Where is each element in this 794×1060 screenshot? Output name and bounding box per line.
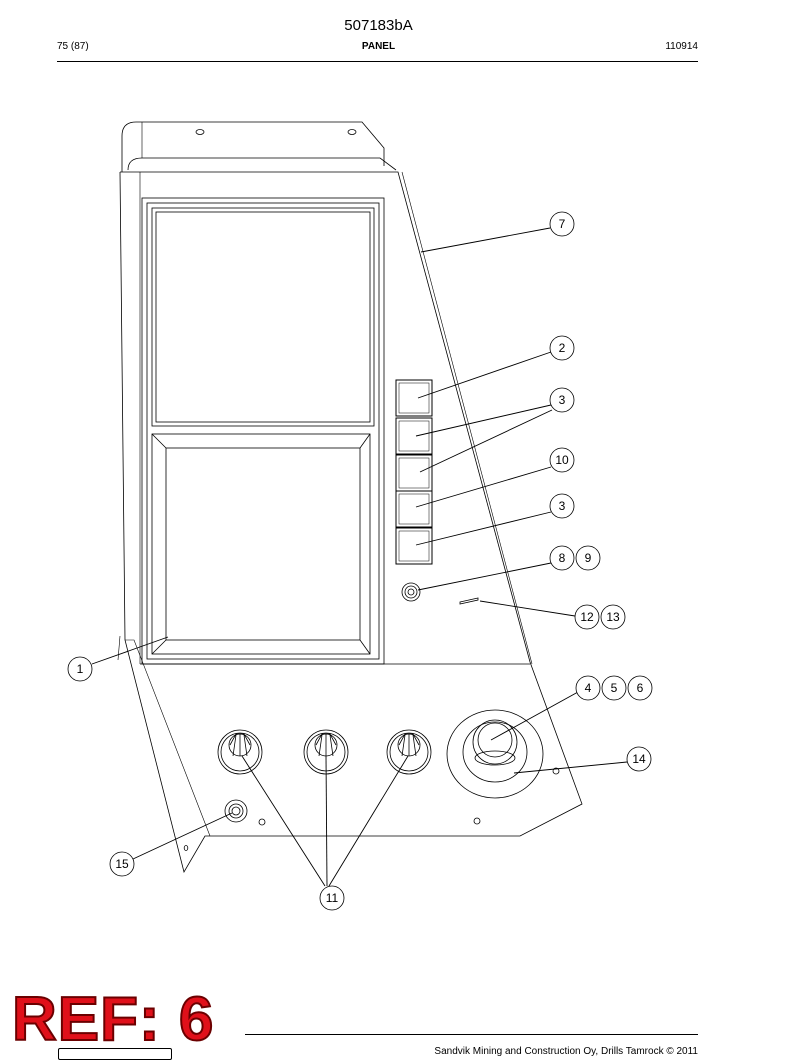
- svg-text:15: 15: [115, 857, 129, 871]
- callout-12: 12: [574, 604, 600, 630]
- svg-text:3: 3: [559, 499, 566, 513]
- footer-copyright: Sandvik Mining and Construction Oy, Dril…: [434, 1046, 698, 1057]
- panel-screws: [258, 817, 481, 826]
- svg-text:5: 5: [611, 681, 618, 695]
- callout-14: 14: [626, 746, 652, 772]
- svg-text:14: 14: [632, 752, 646, 766]
- indicator-lamp: [401, 582, 421, 602]
- connector-15: [224, 799, 248, 823]
- key-slot: [459, 597, 479, 605]
- svg-text:6: 6: [637, 681, 644, 695]
- svg-text:3: 3: [559, 393, 566, 407]
- callout-3b: 3: [549, 493, 575, 519]
- header-rule: [57, 61, 698, 62]
- svg-text:11: 11: [326, 891, 339, 905]
- knob-3: [386, 729, 432, 775]
- display-screen: [141, 197, 385, 665]
- svg-text:1: 1: [77, 662, 84, 676]
- document-id: 507183bA: [344, 17, 413, 34]
- svg-text:13: 13: [606, 610, 620, 624]
- callout-13: 13: [600, 604, 626, 630]
- callout-15: 15: [109, 851, 135, 877]
- joystick: [446, 709, 560, 799]
- svg-text:2: 2: [559, 341, 566, 355]
- callout-1: 1: [67, 656, 93, 682]
- callout-6: 6: [627, 675, 653, 701]
- button-column: [395, 379, 433, 565]
- callout-11: 11: [319, 885, 345, 911]
- section-title: PANEL: [361, 41, 396, 52]
- knob-1: [217, 729, 263, 775]
- panel-body: [117, 171, 583, 874]
- footer-rule: [245, 1034, 698, 1035]
- ref-stamp: REF: 6: [11, 984, 215, 1055]
- callout-9: 9: [575, 545, 601, 571]
- sandvik-logo: [58, 1048, 172, 1060]
- svg-text:4: 4: [585, 681, 592, 695]
- svg-text:7: 7: [559, 217, 566, 231]
- page-number: 75 (87): [57, 41, 89, 52]
- date-code: 110914: [665, 41, 698, 52]
- callout-3a: 3: [549, 387, 575, 413]
- callout-8: 8: [549, 545, 575, 571]
- svg-text:12: 12: [580, 610, 594, 624]
- callout-4: 4: [575, 675, 601, 701]
- callout-10: 10: [549, 447, 575, 473]
- callout-5: 5: [601, 675, 627, 701]
- svg-text:8: 8: [559, 551, 566, 565]
- leader-lines: [91, 227, 628, 887]
- callout-7: 7: [549, 211, 575, 237]
- callout-2: 2: [549, 335, 575, 361]
- svg-text:10: 10: [555, 453, 569, 467]
- svg-text:9: 9: [585, 551, 592, 565]
- panel-top-bracket: [121, 121, 397, 172]
